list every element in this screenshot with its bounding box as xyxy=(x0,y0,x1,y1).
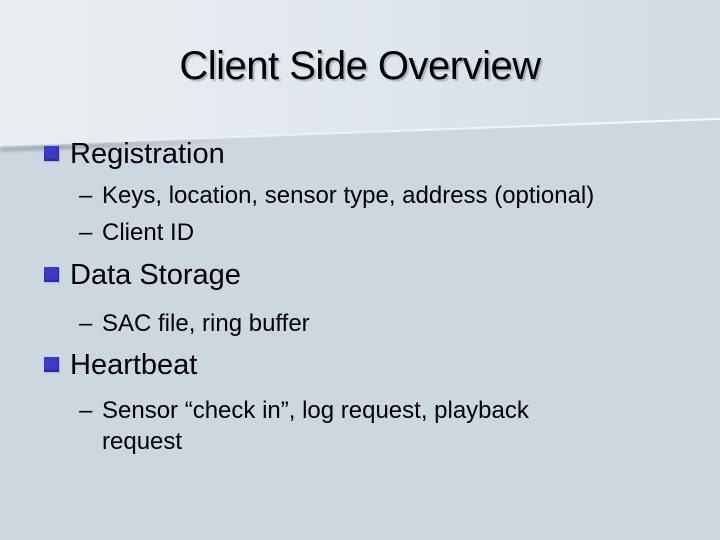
sub-bullet-client-id: – Client ID xyxy=(79,217,194,248)
bullet-label: Heartbeat xyxy=(70,349,198,381)
sub-bullet-sensor-line1: – Sensor “check in”, log request, playba… xyxy=(79,395,529,426)
bullet-heartbeat: Heartbeat xyxy=(44,344,197,386)
slide-title: Client Side Overview xyxy=(179,44,541,88)
bullet-registration: Registration xyxy=(44,133,225,175)
sub-bullet-text: Client ID xyxy=(102,219,195,246)
square-bullet-icon xyxy=(44,267,59,282)
dash-bullet-icon: – xyxy=(79,219,93,246)
dash-bullet-icon: – xyxy=(79,182,93,209)
dash-bullet-icon: – xyxy=(79,310,93,337)
square-bullet-icon xyxy=(44,357,59,372)
sub-bullet-text: Sensor “check in”, log request, playback xyxy=(102,397,529,424)
sub-bullet-sensor-line2: request xyxy=(102,426,182,457)
sub-bullet-keys: – Keys, location, sensor type, address (… xyxy=(79,180,594,211)
bullet-data-storage: Data Storage xyxy=(44,254,241,296)
sub-bullet-sac-file: – SAC file, ring buffer xyxy=(79,308,310,339)
sub-bullet-text-continuation: request xyxy=(102,428,183,455)
sub-bullet-text: Keys, location, sensor type, address (op… xyxy=(102,182,595,209)
sub-bullet-text: SAC file, ring buffer xyxy=(102,310,310,337)
bullet-label: Data Storage xyxy=(70,259,241,291)
bullet-label: Registration xyxy=(70,138,225,170)
square-bullet-icon xyxy=(44,146,59,161)
dash-bullet-icon: – xyxy=(79,397,93,424)
